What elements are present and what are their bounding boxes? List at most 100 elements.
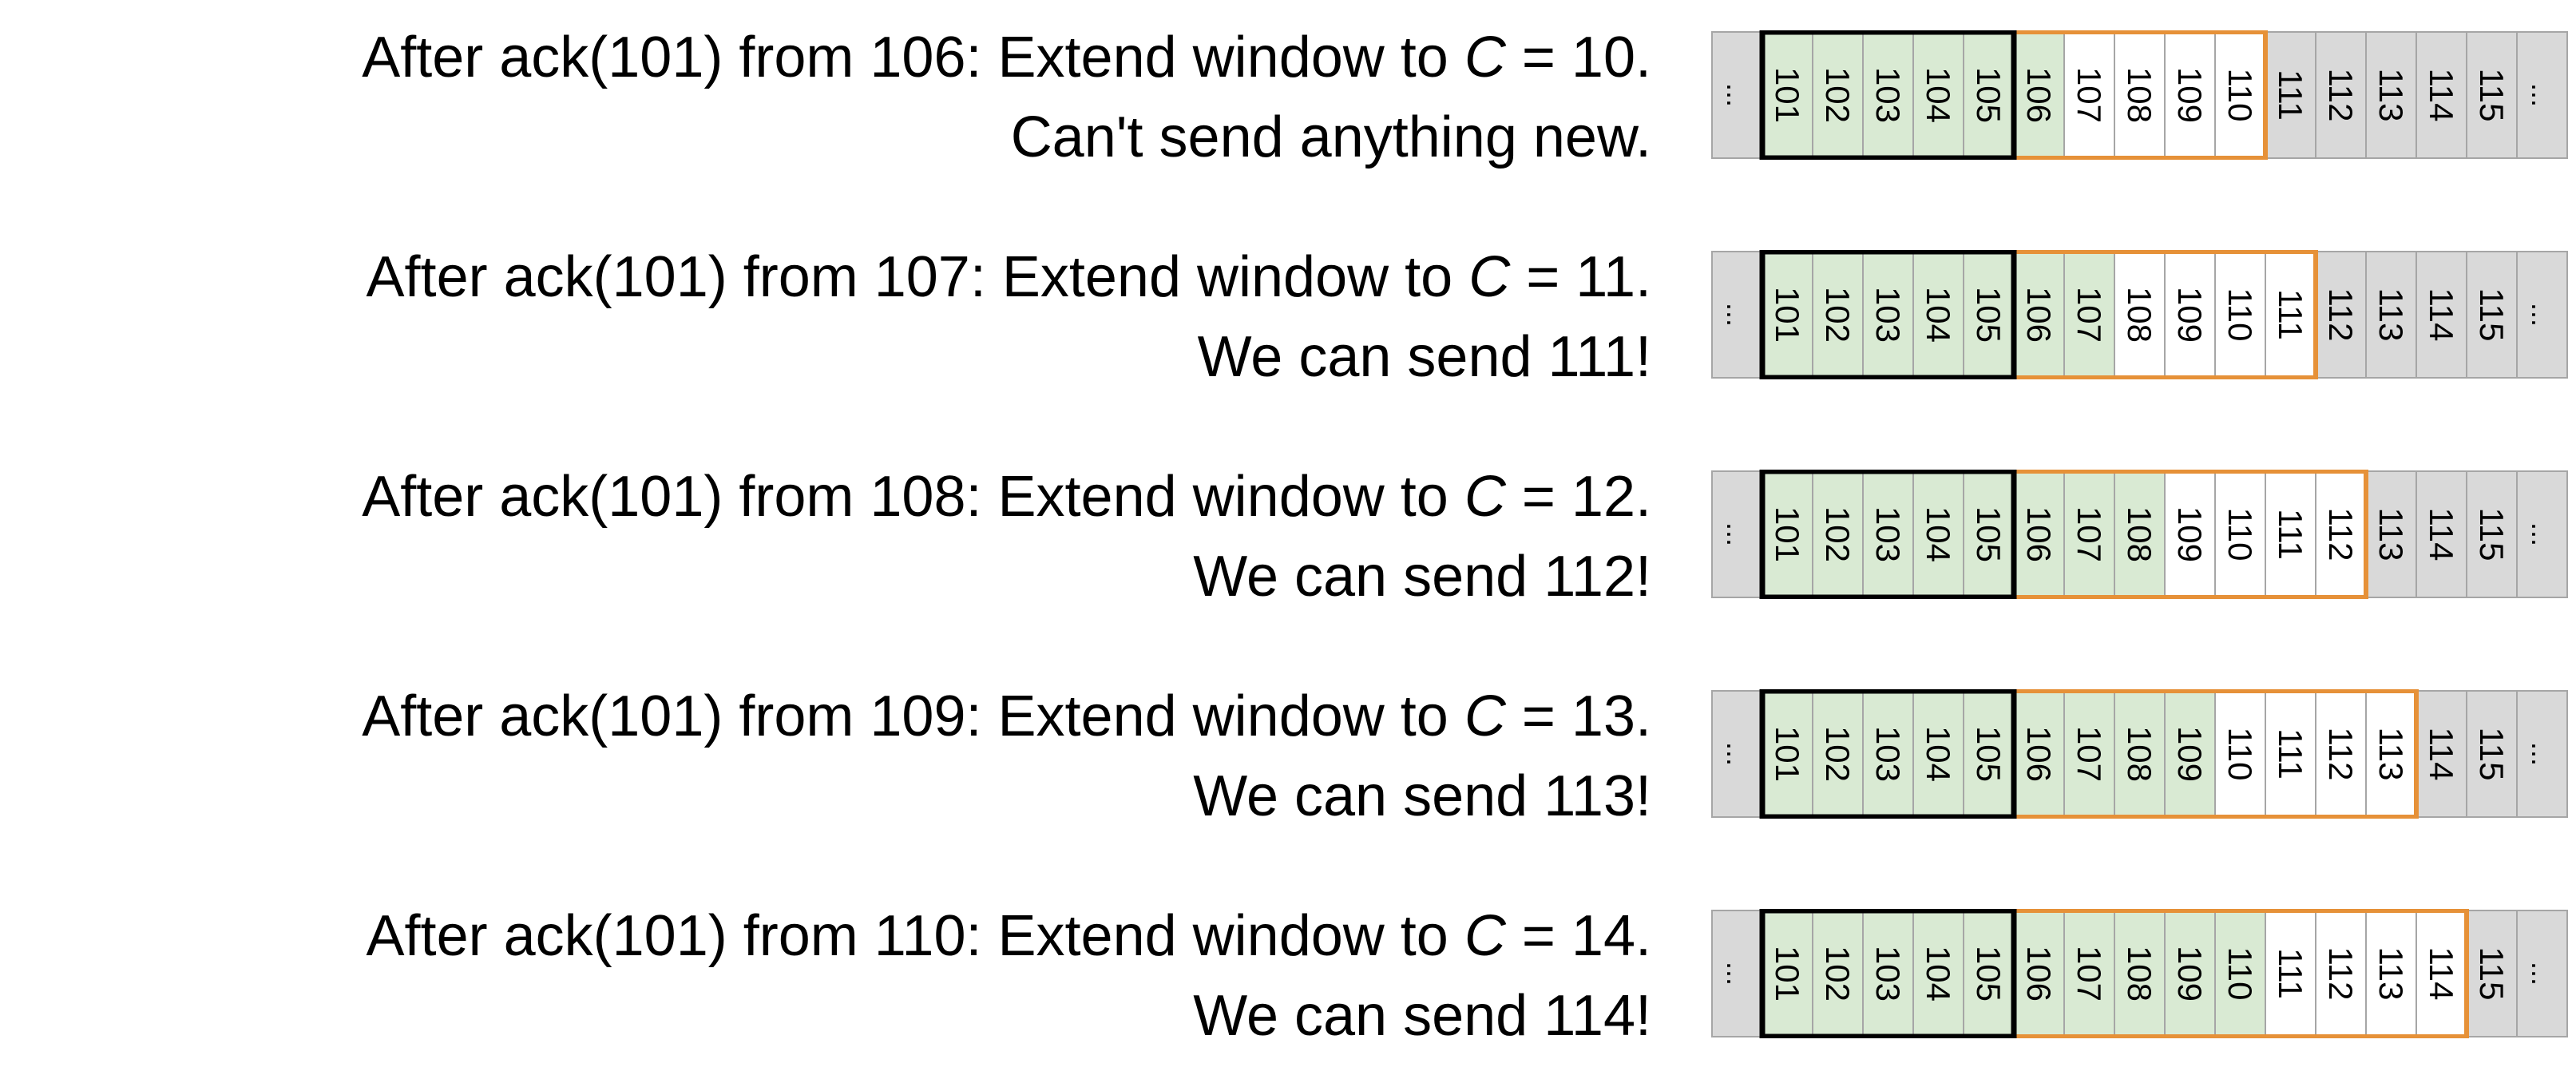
cell-number: 115	[2473, 69, 2511, 122]
sequence-cell: 115	[2466, 910, 2518, 1037]
cell-box	[1711, 690, 1763, 818]
ellipsis-label: ...	[2526, 83, 2558, 107]
sequence-cell: 109	[2164, 910, 2216, 1037]
cell-number: 115	[2473, 288, 2511, 342]
cell-number: 110	[2221, 728, 2259, 781]
cell-box	[2415, 31, 2467, 159]
sequence-cell: 115	[2466, 251, 2518, 379]
step-caption: After ack(101) from 107: Extend window t…	[214, 237, 1651, 397]
caption-line-ack: After ack(101) from 107: Extend window t…	[214, 237, 1651, 317]
cell-number: 103	[1869, 67, 1907, 123]
cell-number: 115	[2473, 947, 2511, 1001]
ack-text: After ack(101) from 110: Extend window t…	[366, 904, 1464, 968]
sequence-cell: 104	[1912, 251, 1964, 379]
cell-number: 101	[1769, 67, 1806, 123]
cell-box	[1963, 690, 2015, 818]
cell-number: 113	[2372, 69, 2410, 122]
cell-number: 114	[2423, 947, 2460, 1001]
cell-box	[1762, 910, 1813, 1037]
sequence-cell: 109	[2164, 690, 2216, 818]
sequence-cell: 113	[2365, 251, 2417, 379]
cell-number: 114	[2423, 728, 2460, 781]
sequence-cell: 109	[2164, 470, 2216, 598]
cell-box	[2265, 251, 2316, 379]
cell-box	[2516, 910, 2568, 1037]
cell-number: 114	[2423, 69, 2460, 122]
cell-number: 109	[2171, 946, 2209, 1002]
sequence-cell: 103	[1862, 251, 1914, 379]
caption-line-ack: After ack(101) from 110: Extend window t…	[214, 896, 1651, 976]
cell-box	[1963, 470, 2015, 598]
sequence-cell: 108	[2114, 910, 2166, 1037]
sequence-cell: 103	[1862, 690, 1914, 818]
caption-line-note: We can send 114!	[1193, 984, 1651, 1048]
sequence-cell: 106	[2013, 251, 2065, 379]
cell-number: 111	[2272, 948, 2309, 999]
sequence-cell: 101	[1762, 31, 1813, 159]
sequence-cell: 102	[1812, 910, 1864, 1037]
window-variable: C	[1464, 684, 1506, 748]
window-size-value: = 12.	[1505, 465, 1651, 529]
sequence-cell: 109	[2164, 31, 2216, 159]
sequence-cell: 101	[1762, 910, 1813, 1037]
cell-box	[1711, 251, 1763, 379]
sequence-cell: 112	[2315, 910, 2367, 1037]
step-caption: After ack(101) from 109: Extend window t…	[214, 676, 1651, 836]
cell-box	[2466, 251, 2518, 379]
original-window-outline	[1759, 689, 2017, 819]
window-variable: C	[1464, 465, 1506, 529]
sequence-cell: 112	[2315, 470, 2367, 598]
cell-number: 105	[1970, 946, 2007, 1002]
ack-text: After ack(101) from 109: Extend window t…	[362, 684, 1464, 748]
ellipsis-cell: ...	[1711, 470, 1763, 598]
cell-number: 107	[2071, 67, 2108, 123]
cell-number: 102	[1819, 506, 1857, 562]
caption-line-ack: After ack(101) from 108: Extend window t…	[214, 457, 1651, 537]
sequence-cell: 101	[1762, 690, 1813, 818]
cell-box	[2063, 251, 2115, 379]
ellipsis-label: ...	[1721, 962, 1754, 986]
ellipsis-label: ...	[1721, 522, 1754, 546]
cell-box	[2164, 251, 2216, 379]
cell-box	[2415, 910, 2467, 1037]
ellipsis-label: ...	[1721, 742, 1754, 766]
cell-number: 104	[1920, 287, 1957, 343]
cell-number: 101	[1769, 946, 1806, 1002]
cell-number: 106	[2020, 67, 2058, 123]
ellipsis-cell: ...	[1711, 690, 1763, 818]
cell-number: 105	[1970, 506, 2007, 562]
step-caption: After ack(101) from 108: Extend window t…	[214, 457, 1651, 617]
cell-box	[1711, 31, 1763, 159]
window-variable: C	[1468, 245, 1511, 309]
sequence-cell: 107	[2063, 910, 2115, 1037]
cell-number: 107	[2071, 287, 2108, 343]
sequence-cell: 110	[2214, 690, 2266, 818]
cell-number: 109	[2171, 67, 2209, 123]
cell-number: 102	[1819, 946, 1857, 1002]
original-window-outline	[1759, 470, 2017, 599]
cell-box	[2466, 31, 2518, 159]
cell-number: 113	[2372, 728, 2410, 781]
cell-box	[2214, 470, 2266, 598]
cell-number: 104	[1920, 726, 1957, 782]
sequence-cell: 112	[2315, 251, 2367, 379]
cell-number: 104	[1920, 67, 1957, 123]
cell-box	[2466, 470, 2518, 598]
step-caption: After ack(101) from 110: Extend window t…	[214, 896, 1651, 1056]
sequence-cell: 104	[1912, 31, 1964, 159]
ack-text: After ack(101) from 107: Extend window t…	[366, 245, 1469, 309]
ellipsis-label: ...	[2526, 303, 2558, 327]
window-step-row: After ack(101) from 108: Extend window t…	[0, 439, 2576, 615]
cell-box	[2114, 910, 2166, 1037]
cell-number: 112	[2322, 728, 2360, 781]
cell-number: 111	[2272, 69, 2309, 121]
caption-line-ack: After ack(101) from 109: Extend window t…	[214, 676, 1651, 756]
sequence-cell: 113	[2365, 470, 2417, 598]
sequence-cell: 111	[2265, 470, 2316, 598]
cell-box	[2063, 31, 2115, 159]
sequence-cell: 114	[2415, 690, 2467, 818]
cell-box	[1762, 690, 1813, 818]
cell-box	[2164, 31, 2216, 159]
